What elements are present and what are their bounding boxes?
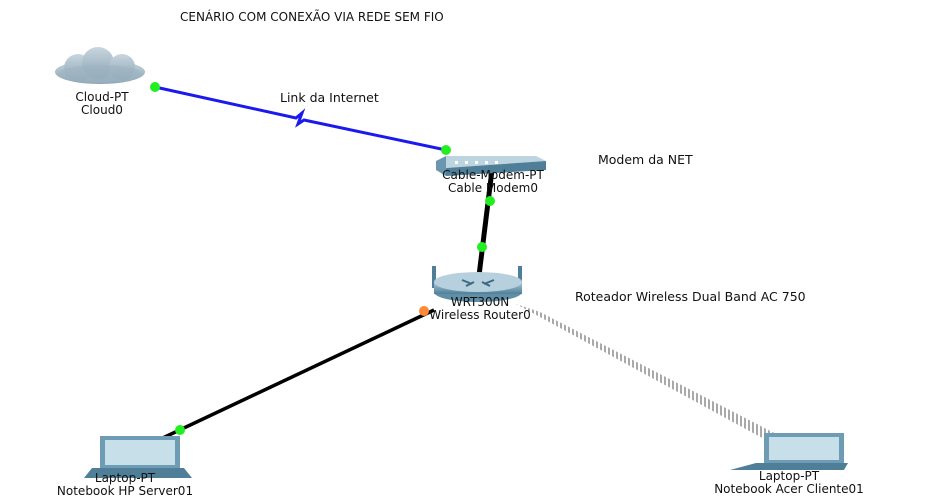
port-status-indicator <box>150 82 160 92</box>
device-type-label: Cloud-PT <box>75 90 129 104</box>
port-status-indicator <box>485 196 495 206</box>
port-status-indicator <box>419 306 429 316</box>
device-name-label: Cloud0 <box>81 103 123 117</box>
cable-modem-icon[interactable] <box>436 156 546 176</box>
device-name-label: Notebook Acer Cliente01 <box>714 482 864 496</box>
diagram-title: CENÁRIO COM CONEXÃO VIA REDE SEM FIO <box>180 10 444 24</box>
device-name-label: Notebook HP Server01 <box>56 484 194 498</box>
device-type-label: Laptop-PT <box>758 469 820 483</box>
internet-link-line[interactable] <box>154 85 447 152</box>
port-status-indicator <box>441 145 451 155</box>
wireless-link[interactable] <box>516 304 780 440</box>
wireless-router-icon[interactable] <box>432 266 522 302</box>
port-status-indicator <box>175 425 185 435</box>
device-name-label: Cable Modem0 <box>448 181 538 195</box>
device-name-label: Wireless Router0 <box>429 308 531 322</box>
laptop-client-device-label[interactable]: Laptop-PT Notebook Acer Cliente01 <box>664 470 914 496</box>
modem-device-label[interactable]: Cable-Modem-PT Cable Modem0 <box>408 169 578 195</box>
port-status-indicator <box>477 242 487 252</box>
router-note: Roteador Wireless Dual Band AC 750 <box>575 289 806 304</box>
device-type-label: Cable-Modem-PT <box>442 168 544 182</box>
laptop-icon[interactable] <box>730 433 848 470</box>
cloud-device-label[interactable]: Cloud-PT Cloud0 <box>52 91 152 117</box>
router-device-label[interactable]: WRT300N Wireless Router0 <box>392 296 568 322</box>
cloud-icon[interactable] <box>55 47 145 84</box>
laptop-server-device-label[interactable]: Laptop-PT Notebook HP Server01 <box>0 472 250 498</box>
laptop-icon[interactable] <box>84 436 192 478</box>
modem-note: Modem da NET <box>598 152 693 167</box>
device-type-label: Laptop-PT <box>94 471 156 485</box>
device-type-label: WRT300N <box>450 295 510 309</box>
router-laptop-cable[interactable] <box>149 308 435 446</box>
internet-link-note: Link da Internet <box>280 90 379 105</box>
